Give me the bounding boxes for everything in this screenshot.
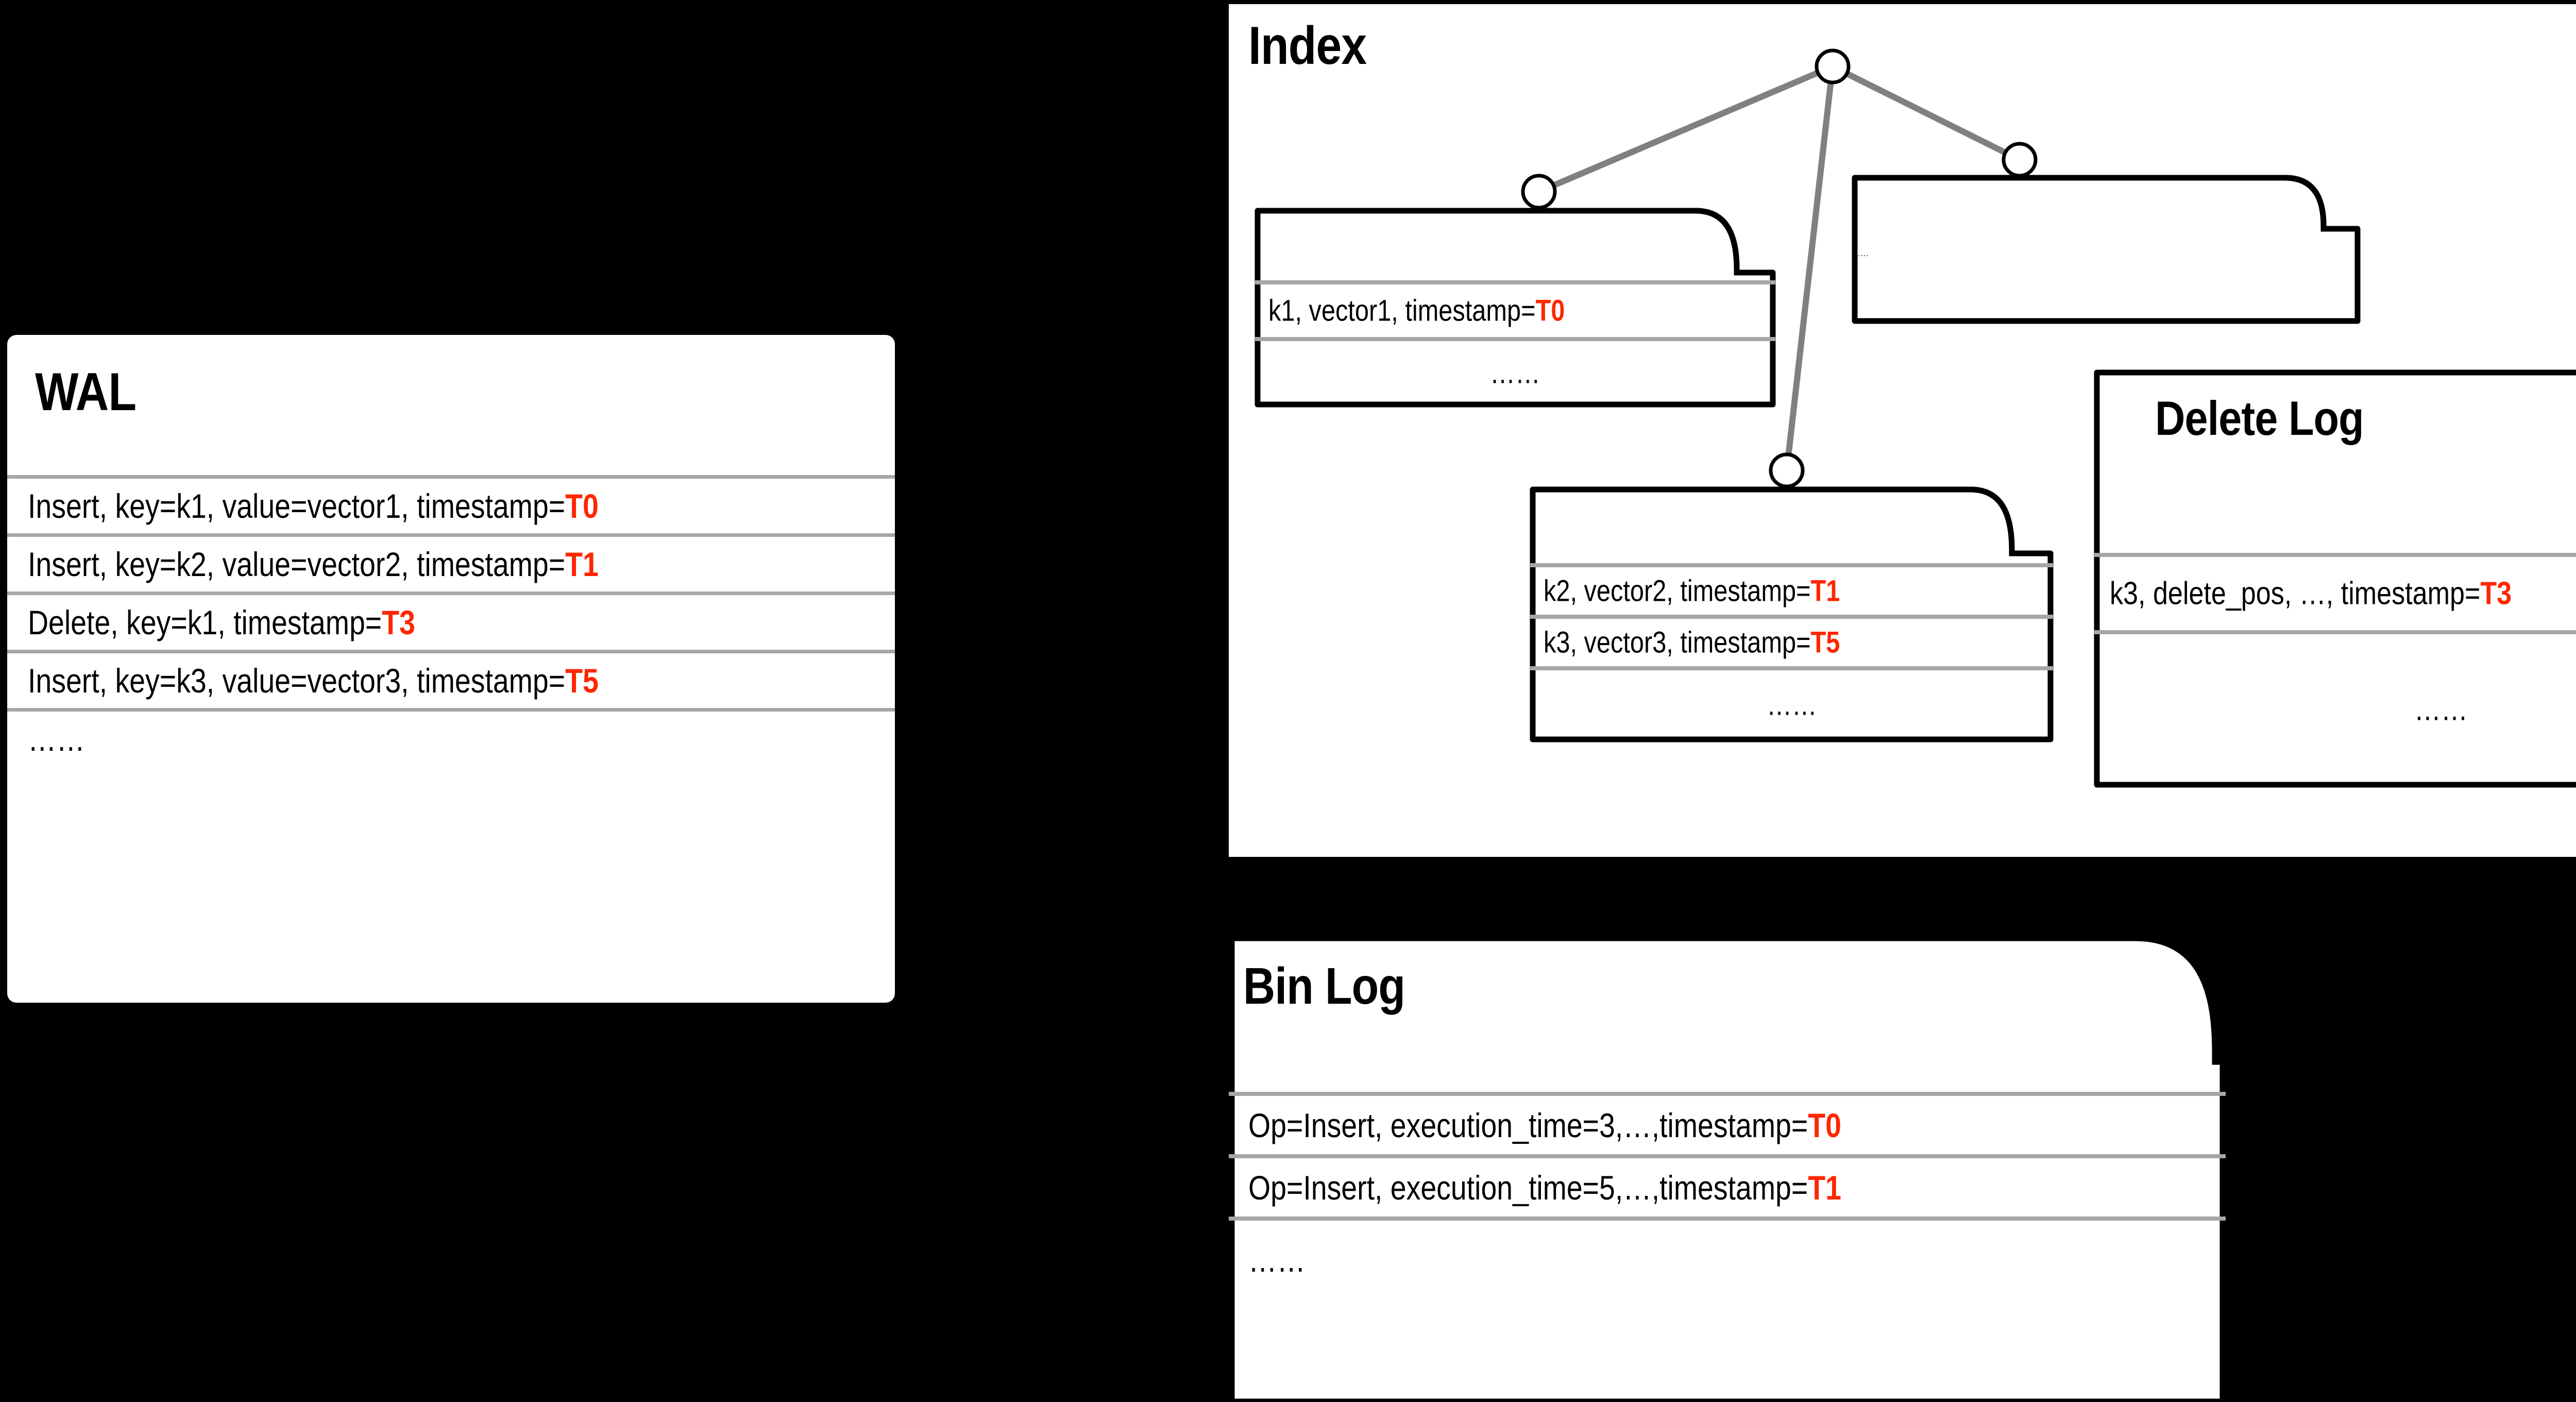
wal-row: …… xyxy=(7,708,895,766)
index-leaf-row: …… xyxy=(1255,337,1775,404)
delete-log-row-text: k3, delete_pos, …, timestamp=T3 xyxy=(2110,576,2512,612)
document-shape xyxy=(1228,934,2227,1402)
index-leaf-row-text: k2, vector2, timestamp=T1 xyxy=(1544,574,1840,608)
document-shape xyxy=(2094,369,2576,788)
tree-node-right xyxy=(2002,142,2038,178)
index-leaf-row-text: k3, vector3, timestamp=T5 xyxy=(1544,626,1840,660)
index-leaf-k1: k1, vector1, timestamp=T0 …… xyxy=(1255,208,1776,408)
index-leaf-row: k3, vector3, timestamp=T5 xyxy=(1530,615,2053,666)
index-leaf-row-text: …… xyxy=(1852,249,1869,258)
index-leaf-row-text: …… xyxy=(1490,356,1540,390)
bin-log-row-text: …… xyxy=(1248,1241,1306,1279)
delete-log-row: …… xyxy=(2094,630,2576,785)
document-shape xyxy=(1530,486,2054,742)
wal-row-text: Insert, key=k3, value=vector3, timestamp… xyxy=(28,662,599,700)
tree-node-bottom xyxy=(1769,452,1805,488)
document-shape xyxy=(1255,208,1776,408)
index-leaf-row: …… xyxy=(1530,666,2053,739)
bin-log-title: Bin Log xyxy=(1243,957,1405,1015)
bin-log-row: …… xyxy=(1229,1217,2226,1299)
wal-row: Delete, key=k1, timestamp=T3 xyxy=(7,592,895,650)
delete-log-title: Delete Log xyxy=(2155,391,2364,445)
bin-log-panel: Bin Log Op=Insert, execution_time=3,…,ti… xyxy=(1228,934,2227,1402)
bin-log-row-text: Op=Insert, execution_time=3,…,timestamp=… xyxy=(1248,1106,1841,1144)
wal-row-text: Insert, key=k1, value=vector1, timestamp… xyxy=(28,487,599,525)
wal-row-text: Delete, key=k1, timestamp=T3 xyxy=(28,603,415,641)
delete-log-panel: Delete Log k3, delete_pos, …, timestamp=… xyxy=(2094,369,2576,788)
index-leaf-row: …… xyxy=(1852,175,2360,324)
index-leaf-row: k2, vector2, timestamp=T1 xyxy=(1530,563,2053,615)
bin-log-row: Op=Insert, execution_time=5,…,timestamp=… xyxy=(1229,1154,2226,1217)
delete-log-row-text: …… xyxy=(2414,691,2468,728)
wal-row-text: …… xyxy=(28,720,85,758)
wal-title: WAL xyxy=(35,362,137,422)
index-title: Index xyxy=(1248,16,1367,76)
wal-row-text: Insert, key=k2, value=vector2, timestamp… xyxy=(28,545,599,583)
index-panel: Index k1, vector1, times xyxy=(1229,4,2576,857)
index-leaf-row-text: k1, vector1, timestamp=T0 xyxy=(1268,294,1565,328)
tree-edge-root-bottom xyxy=(1784,66,1836,471)
tree-edge-root-left xyxy=(1537,63,1834,195)
delete-log-row: k3, delete_pos, …, timestamp=T3 xyxy=(2094,553,2576,630)
index-leaf-k2: k2, vector2, timestamp=T1 k3, vector3, t… xyxy=(1530,486,2054,742)
bin-log-row-text: Op=Insert, execution_time=5,…,timestamp=… xyxy=(1248,1168,1841,1207)
index-leaf-row: k1, vector1, timestamp=T0 xyxy=(1255,280,1775,337)
tree-edge-root-right xyxy=(1831,63,2021,163)
wal-row: Insert, key=k2, value=vector2, timestamp… xyxy=(7,533,895,592)
tree-node-root xyxy=(1815,48,1851,85)
tree-node-left xyxy=(1521,174,1557,210)
index-tree xyxy=(1521,48,2038,488)
wal-row: Insert, key=k3, value=vector3, timestamp… xyxy=(7,650,895,708)
wal-row: Insert, key=k1, value=vector1, timestamp… xyxy=(7,475,895,533)
index-leaf-right: …… xyxy=(1852,175,2361,324)
document-shape xyxy=(1852,175,2361,324)
bin-log-row: Op=Insert, execution_time=3,…,timestamp=… xyxy=(1229,1092,2226,1154)
index-leaf-row-text: …… xyxy=(1766,688,1817,722)
wal-panel: WAL Insert, key=k1, value=vector1, times… xyxy=(7,335,895,1003)
